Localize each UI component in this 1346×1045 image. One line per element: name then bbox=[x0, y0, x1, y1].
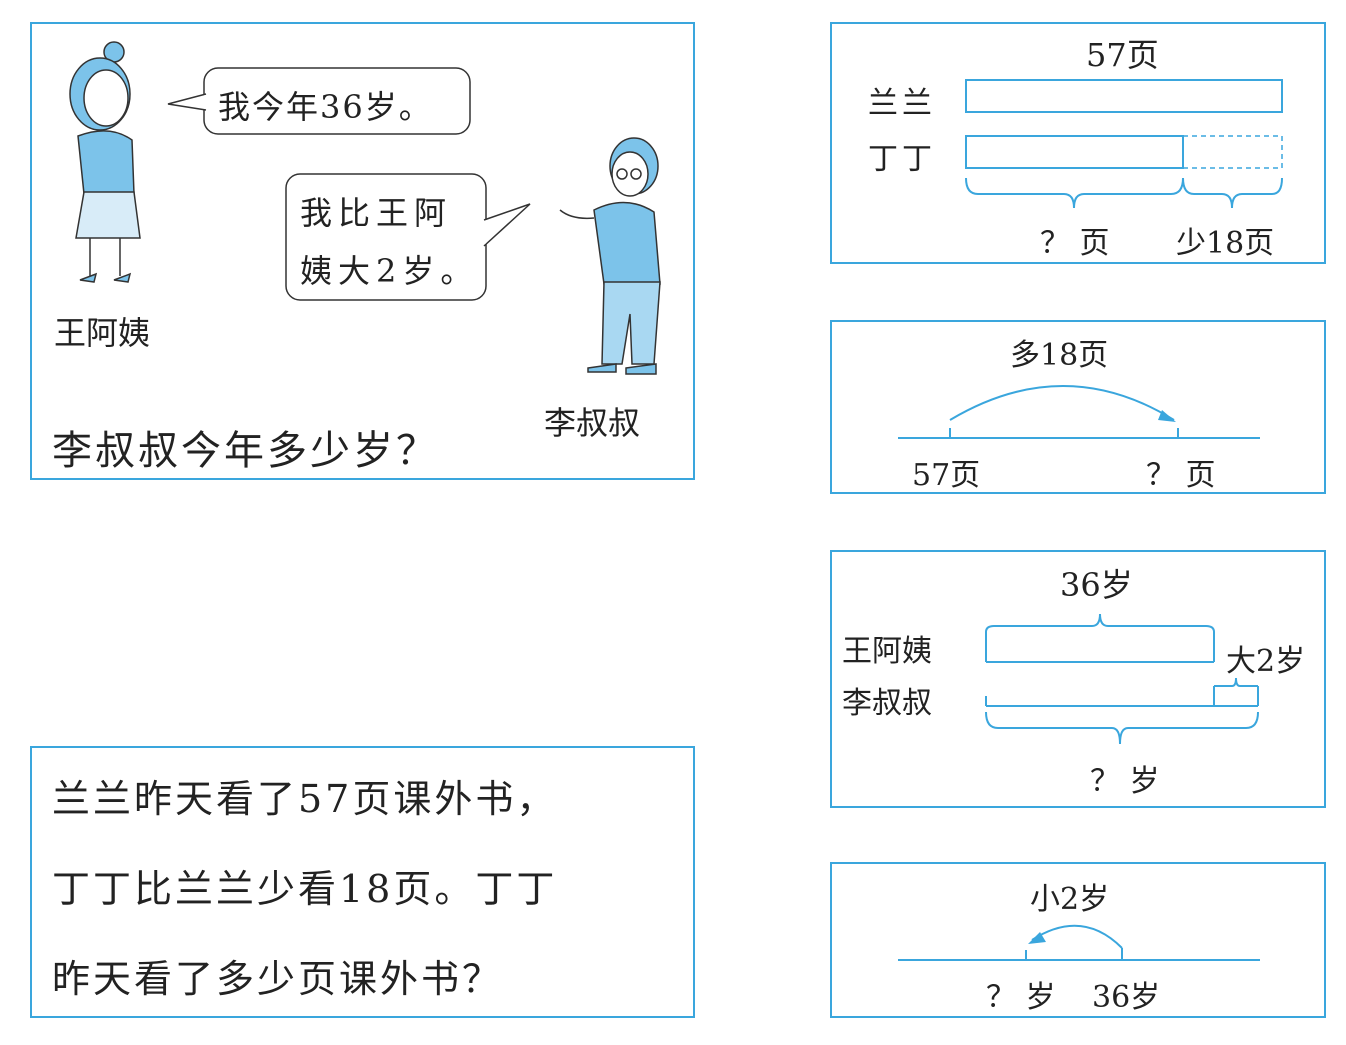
diagram-bars-ages: 36岁 王阿姨 李叔叔 大2岁 ？ 岁 bbox=[830, 550, 1326, 808]
bars-pages-row1-label: 兰兰 bbox=[868, 78, 936, 122]
bars-pages-unknown-label: ？ 页 bbox=[1040, 218, 1110, 262]
bar-dingding-missing bbox=[1183, 136, 1282, 168]
brace-top bbox=[986, 614, 1214, 662]
problem-pages-line1: 兰兰昨天看了57页课外书， bbox=[52, 768, 557, 823]
bars-ages-diff-label: 大2岁 bbox=[1226, 636, 1305, 680]
brace-diff bbox=[1183, 178, 1282, 208]
line-pages-end-label: ？ 页 bbox=[1146, 450, 1216, 494]
bars-pages-row2-label: 丁丁 bbox=[868, 134, 936, 178]
bars-ages-row2-label: 李叔叔 bbox=[842, 678, 932, 722]
line-ages-arc-label: 小2岁 bbox=[1030, 874, 1109, 918]
bars-pages-diff-label: 少18页 bbox=[1176, 218, 1274, 262]
bars-ages-unknown-label: ？ 岁 bbox=[1090, 756, 1160, 800]
diagram-line-pages: 多18页 57页 ？ 页 bbox=[830, 320, 1326, 494]
arc-less bbox=[1032, 926, 1122, 948]
brace-unknown bbox=[986, 712, 1258, 744]
bars-ages-row1-label: 王阿姨 bbox=[842, 626, 932, 670]
problem-pages-line3: 昨天看了多少页课外书？ bbox=[52, 948, 503, 1003]
question-age: 李叔叔今年多少岁？ bbox=[52, 418, 439, 476]
bars-pages-total-label: 57页 bbox=[1086, 30, 1159, 76]
brace-unknown bbox=[966, 178, 1183, 208]
arc-more bbox=[950, 386, 1174, 420]
problem-pages-line2: 丁丁比兰兰少看18页。丁丁 bbox=[52, 858, 557, 913]
name-wang-ayi: 王阿姨 bbox=[54, 308, 150, 354]
name-li-shushu: 李叔叔 bbox=[544, 398, 640, 444]
li-shushu-figure bbox=[560, 138, 660, 374]
line-pages-arc-label: 多18页 bbox=[1010, 330, 1108, 374]
problem-pages-panel: 兰兰昨天看了57页课外书， 丁丁比兰兰少看18页。丁丁 昨天看了多少页课外书？ bbox=[30, 746, 695, 1018]
bar-lanlan bbox=[966, 80, 1282, 112]
speech-text-li-line2: 姨大2岁。 bbox=[300, 246, 478, 292]
bar-dingding bbox=[966, 136, 1183, 168]
wang-ayi-figure bbox=[70, 42, 140, 282]
diagram-bars-pages: 57页 兰兰 丁丁 ？ 页 少18页 bbox=[830, 22, 1326, 264]
line-pages-start-label: 57页 bbox=[912, 450, 980, 494]
bars-ages-top-label: 36岁 bbox=[1060, 560, 1133, 606]
speech-text-wang: 我今年36岁。 bbox=[218, 82, 433, 128]
problem-age-panel: 我今年36岁。 我比王阿 姨大2岁。 王阿姨 李叔叔 李叔叔今年多少岁？ bbox=[30, 22, 695, 480]
speech-text-li-line1: 我比王阿 bbox=[300, 188, 452, 234]
line-ages-start-label: ？ 岁 bbox=[986, 972, 1056, 1016]
diagram-line-ages: 小2岁 ？ 岁 36岁 bbox=[830, 862, 1326, 1018]
line-ages-end-label: 36岁 bbox=[1092, 972, 1160, 1016]
